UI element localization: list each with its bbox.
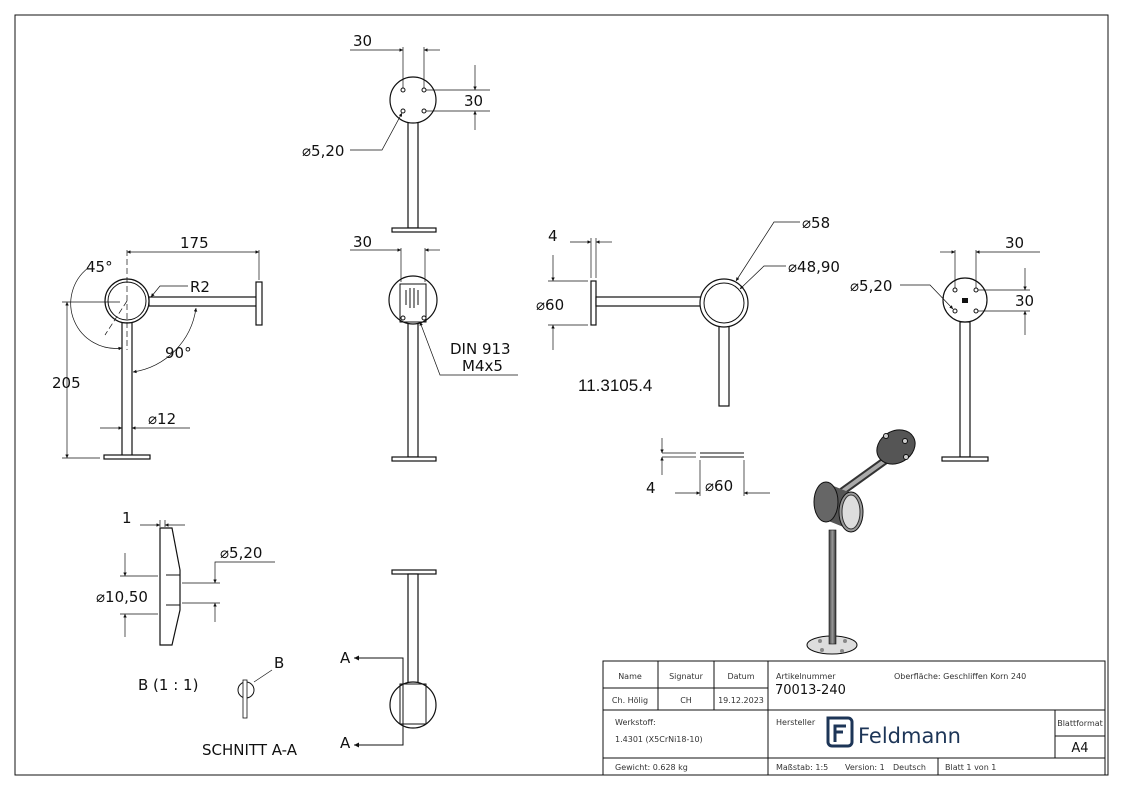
left-tube-dia: ⌀12: [148, 410, 176, 428]
isometric-view: [806, 429, 916, 655]
left-angle-90: 90°: [165, 344, 192, 362]
right-dim-width: 30: [1005, 234, 1024, 252]
format-value: A4: [1071, 741, 1088, 756]
section-marker-top: A: [340, 649, 351, 667]
right-dim-height: 30: [1015, 292, 1034, 310]
value-date: 19.12.2023: [718, 696, 764, 705]
format-label: Blattformat: [1057, 719, 1103, 728]
top-dim-height: 30: [464, 92, 483, 110]
article-label: Artikelnummer: [776, 672, 836, 681]
version: Version: 1: [845, 763, 885, 772]
left-view: 175 45° R2 90° 205 ⌀12: [52, 234, 263, 460]
detail-hole-dia: ⌀5,20: [220, 544, 262, 562]
left-length: 175: [180, 234, 209, 252]
top-dim-width: 30: [353, 32, 372, 50]
detail-callout-b: B: [274, 654, 284, 672]
part-number-label: 11.3105.4: [578, 376, 652, 395]
material-label: Werkstoff:: [615, 718, 656, 727]
surface-finish: Oberfläche: Geschliffen Korn 240: [894, 672, 1026, 681]
sheet-border: [14, 14, 1109, 776]
header-signature: Signatur: [669, 672, 704, 681]
side-base-thickness: 4: [646, 479, 656, 497]
manufacturer-label: Hersteller: [776, 718, 816, 727]
side-base-dia: ⌀60: [705, 477, 733, 495]
detail-thickness: 1: [122, 509, 132, 527]
sheet-number: Blatt 1 von 1: [945, 763, 996, 772]
side-ring-outer: ⌀58: [802, 214, 830, 232]
screw-note-size: M4x5: [462, 357, 503, 375]
title-block: Name Signatur Datum Ch. Hölig CH 19.12.2…: [602, 660, 1106, 776]
value-name: Ch. Hölig: [612, 696, 648, 705]
logo-text: Feldmann: [858, 724, 961, 748]
section-label: SCHNITT A-A: [202, 741, 298, 759]
weight: Gewicht: 0.628 kg: [615, 763, 688, 772]
detail-b: 1 ⌀10,50 ⌀5,20 B (1 : 1): [96, 509, 275, 694]
scale: Maßstab: 1:5: [776, 763, 828, 772]
feldmann-logo: Feldmann: [826, 716, 961, 748]
left-angle-45: 45°: [86, 258, 113, 276]
left-radius: R2: [190, 278, 210, 296]
header-date: Datum: [727, 672, 754, 681]
top-hole-dia: ⌀5,20: [302, 142, 344, 160]
language: Deutsch: [893, 763, 926, 772]
front-view: 30 DIN 913 M4x5: [350, 233, 518, 462]
side-ring-inner: ⌀48,90: [788, 258, 840, 276]
detail-countersink-dia: ⌀10,50: [96, 588, 148, 606]
detail-b-label: B (1 : 1): [138, 676, 198, 694]
header-name: Name: [618, 672, 642, 681]
front-dim-width: 30: [353, 233, 372, 251]
section-marker-bottom: A: [340, 734, 351, 752]
top-view: 30 30 ⌀5,20: [302, 32, 490, 233]
side-plate-thickness: 4: [548, 227, 558, 245]
side-plate-dia: ⌀60: [536, 296, 564, 314]
section-a-a: B SCHNITT A-A A A: [202, 569, 437, 759]
screw-note-din: DIN 913: [450, 340, 511, 358]
material-value: 1.4301 (X5CrNi18-10): [615, 735, 703, 744]
article-number: 70013-240: [775, 683, 846, 698]
left-height: 205: [52, 374, 81, 392]
side-view: 4 ⌀60 ⌀58 ⌀48,90 11.3105.4 4 ⌀60: [536, 214, 840, 497]
right-hole-dia: ⌀5,20: [850, 277, 892, 295]
right-view: 30 30 ⌀5,20: [850, 234, 1040, 462]
value-signature: CH: [680, 696, 692, 705]
